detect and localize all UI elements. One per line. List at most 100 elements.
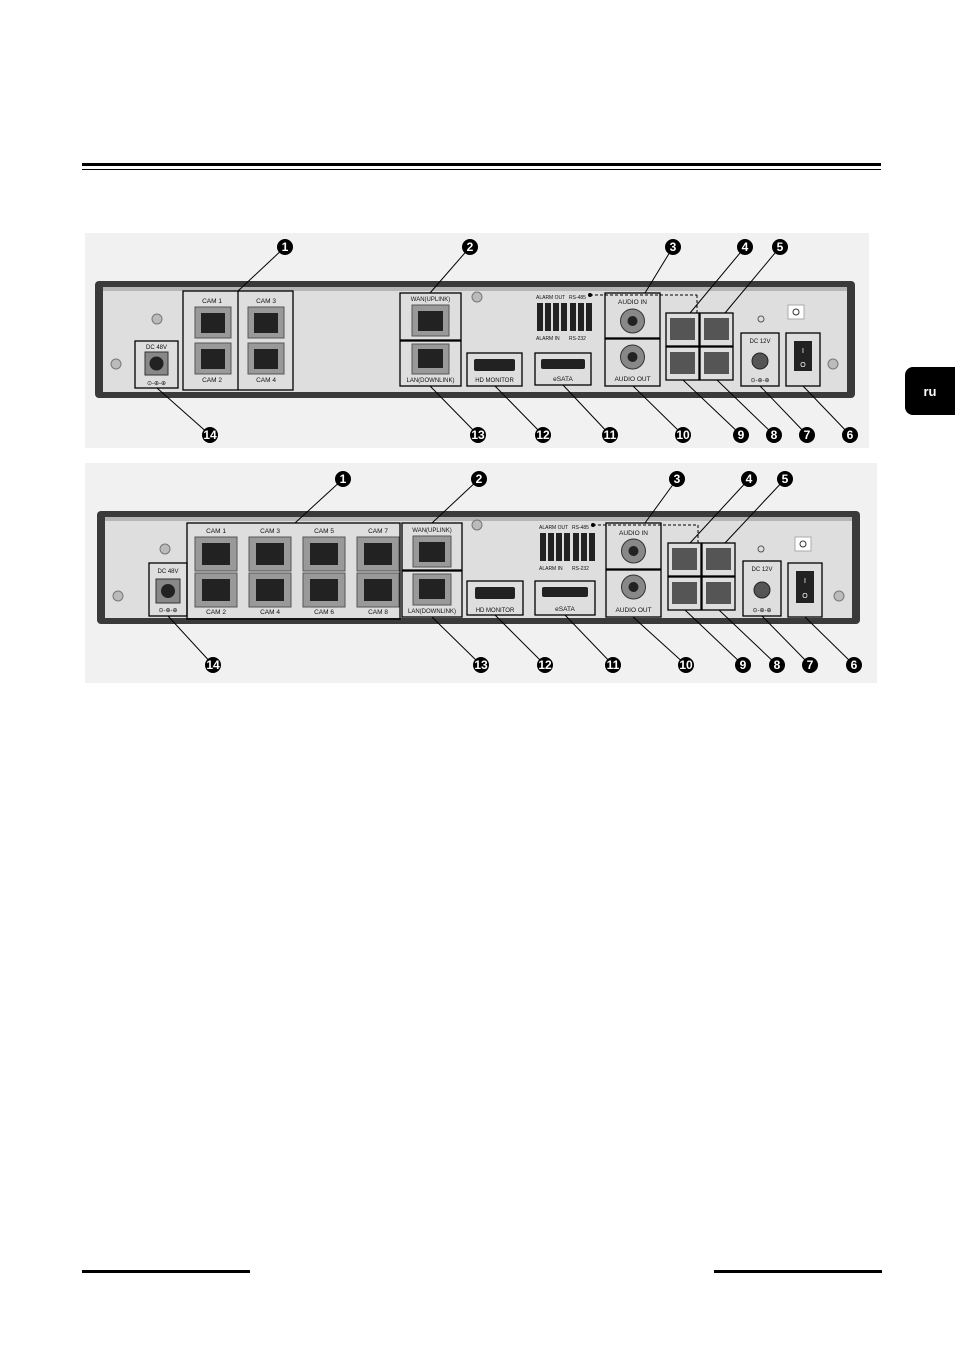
- callout-number: 14: [203, 428, 217, 442]
- cam-label: CAM 1: [206, 528, 226, 535]
- rear-panel-figure-8ch: DC 48V ⊙-⊕-⊕ CAM 1 CAM 3 CAM 5 CAM 7 CAM…: [85, 463, 877, 683]
- callout-7: 7: [802, 657, 818, 673]
- cam-label: CAM 5: [314, 528, 334, 535]
- esata-label: eSATA: [555, 606, 575, 613]
- callout-3: 3: [665, 239, 681, 255]
- callout-4: 4: [741, 471, 757, 487]
- power-led-icon: [787, 304, 805, 320]
- callout-12: 12: [535, 427, 551, 443]
- callout-number: 9: [740, 658, 747, 672]
- footer-rule-right: [714, 1270, 882, 1273]
- callout-10: 10: [675, 427, 691, 443]
- callout-5: 5: [772, 239, 788, 255]
- dc48-label: DC 48V: [157, 569, 178, 575]
- callout-11: 11: [602, 427, 618, 443]
- dc48-socket-icon: [149, 356, 164, 371]
- header-rule-thin: [82, 169, 881, 170]
- callout-number: 13: [471, 428, 485, 442]
- callout-2: 2: [462, 239, 478, 255]
- cam-port-grid-8ch: [194, 536, 400, 608]
- led-icon: [757, 545, 765, 553]
- audio-out-box: [604, 338, 661, 387]
- rear-panel-4ch-svg: DC 48V ⊙-⊕-⊕ CAM 1 CAM 3 CAM 2 CAM 4 WAN…: [95, 239, 858, 443]
- screw-icon: [471, 519, 483, 531]
- terminal-pin-labels: [537, 303, 592, 331]
- callout-leaders: [167, 478, 855, 666]
- callout-number: 11: [607, 658, 620, 672]
- callout-number: 12: [536, 428, 550, 442]
- callout-3: 3: [669, 471, 685, 487]
- callout-9: 9: [735, 657, 751, 673]
- callout-number: 7: [807, 658, 814, 672]
- dc12-socket-icon: [751, 352, 769, 370]
- footer-rule-left: [82, 1270, 250, 1273]
- rj45-socket-icon: [254, 349, 278, 369]
- dc48-label: DC 48V: [146, 345, 167, 351]
- terminal-blocks: [665, 312, 734, 381]
- rj45-socket-icon: [201, 313, 225, 333]
- cam-label: CAM 4: [256, 377, 276, 384]
- callout-number: 12: [538, 658, 552, 672]
- language-tab[interactable]: ru: [905, 367, 955, 415]
- alarm-out-label: ALARM OUT: [539, 525, 568, 531]
- cam-label: CAM 6: [314, 609, 334, 616]
- lan-label: LAN(DOWNLINK): [406, 378, 454, 384]
- callout-number: 10: [679, 658, 693, 672]
- dc48-polarity: ⊙-⊕-⊕: [158, 608, 177, 614]
- audio-in-box: [605, 522, 662, 570]
- screw-icon: [110, 358, 122, 370]
- cam-port-grid-4ch: [194, 306, 285, 375]
- dc12-label: DC 12V: [751, 567, 772, 573]
- cam-label: CAM 3: [260, 528, 280, 535]
- callout-2: 2: [471, 471, 487, 487]
- callout-4: 4: [737, 239, 753, 255]
- callout-12: 12: [537, 657, 553, 673]
- callout-6: 6: [842, 427, 858, 443]
- rs485-label: RS-485: [572, 525, 589, 531]
- rj45-socket-icon: [201, 349, 225, 369]
- callout-number: 8: [771, 428, 778, 442]
- hdmi-label: HD MONITOR: [475, 378, 514, 384]
- callout-number: 6: [847, 428, 854, 442]
- screw-icon: [833, 590, 845, 602]
- dc48-socket-icon: [161, 584, 175, 598]
- dc12-socket-icon: [753, 581, 771, 599]
- cam-ports-group: [186, 522, 401, 620]
- callout-10: 10: [678, 657, 694, 673]
- lan-label: LAN(DOWNLINK): [408, 609, 456, 615]
- audio-in-box: [604, 292, 661, 339]
- callout-9: 9: [733, 427, 749, 443]
- callout-number: 2: [476, 472, 483, 486]
- dc12-polarity: ⊙-⊕-⊕: [752, 608, 771, 614]
- rs232-label: RS-232: [569, 336, 586, 342]
- callout-number: 5: [782, 472, 789, 486]
- hdmi-box: [466, 352, 523, 387]
- power-switch-icon: [796, 571, 814, 603]
- cam-label: CAM 7: [368, 528, 388, 535]
- esata-port-icon: [541, 359, 585, 369]
- dc12-polarity: ⊙-⊕-⊕: [750, 378, 769, 384]
- cam-label: CAM 3: [256, 298, 276, 305]
- callout-number: 3: [674, 472, 681, 486]
- callout-6: 6: [846, 657, 862, 673]
- callout-leaders: [156, 246, 851, 436]
- callout-14: 14: [205, 657, 221, 673]
- alarm-out-label: ALARM OUT: [536, 295, 565, 301]
- callout-13: 13: [473, 657, 489, 673]
- callout-number: 8: [774, 658, 781, 672]
- power-led-icon: [794, 536, 812, 552]
- esata-label: eSATA: [553, 376, 573, 383]
- cam-label: CAM 2: [206, 609, 226, 616]
- esata-port-icon: [542, 587, 588, 597]
- wan-label: WAN(UPLINK): [412, 528, 451, 534]
- dc48-box: [134, 340, 179, 389]
- callout-number: 6: [851, 658, 858, 672]
- screw-icon: [151, 313, 163, 325]
- callout-number: 3: [670, 240, 677, 254]
- callout-8: 8: [769, 657, 785, 673]
- callout-14: 14: [202, 427, 218, 443]
- alarm-in-label: ALARM IN: [536, 336, 560, 342]
- audio-out-label: AUDIO OUT: [615, 607, 651, 614]
- rs485-label: RS-485: [569, 295, 586, 301]
- callout-8: 8: [766, 427, 782, 443]
